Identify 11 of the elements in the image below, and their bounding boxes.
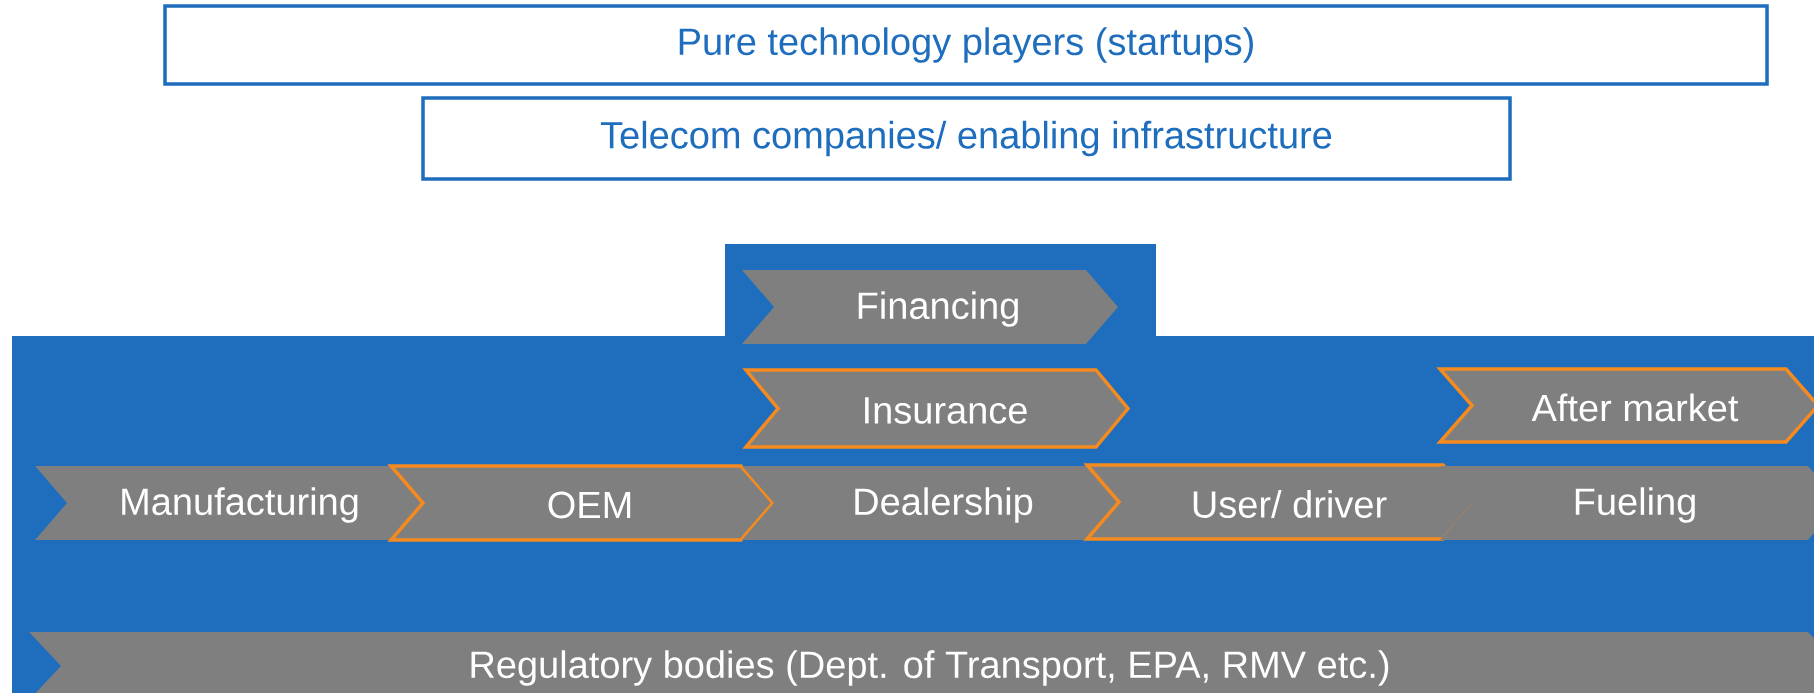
chevron-step: Regulatory bodies (Dept. of Transport, EPA, RMV etc.) <box>29 632 1814 693</box>
category-box: Pure technology players (startups) <box>163 4 1769 86</box>
chevron-step: Fueling <box>1440 466 1814 540</box>
node-label: Fueling <box>1575 487 1695 523</box>
chevron-step: After market <box>1436 367 1814 444</box>
node-label: Manufacturing <box>122 487 358 523</box>
node-label: Dealership <box>855 487 1033 523</box>
chevron-step: Insurance <box>742 368 1131 449</box>
chevron-step: OEM <box>387 464 776 542</box>
category-box: Telecom companies/ enabling infrastructure <box>421 96 1512 181</box>
chevron-step: User/ driver <box>1083 463 1478 541</box>
